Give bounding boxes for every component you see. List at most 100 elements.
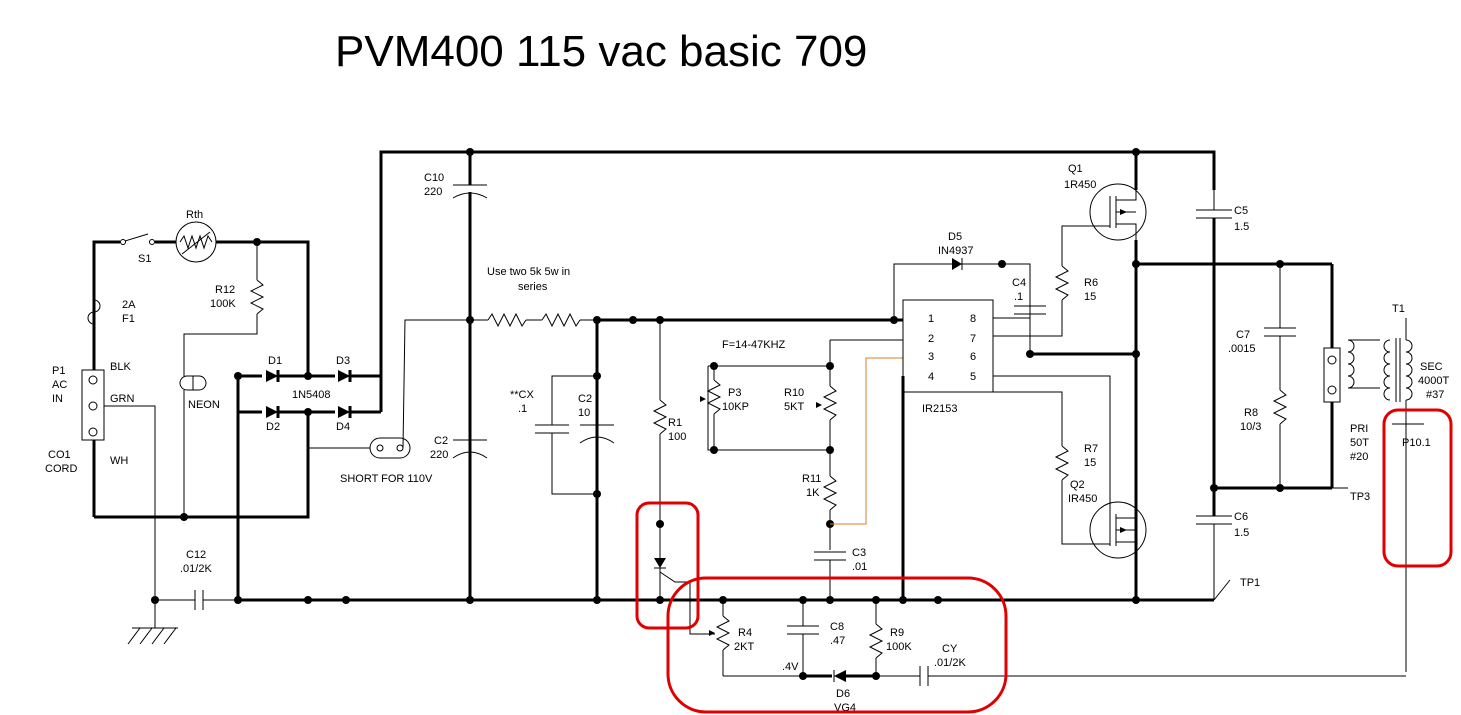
neon-label: NEON (188, 399, 220, 411)
mosfet-q2: R7 15 Q2 IR450 (993, 391, 1147, 559)
r11-value: 1K (806, 487, 820, 499)
p101-label: P10.1 (1402, 437, 1431, 449)
dropper-resistors: Use two 5k 5w in series (470, 266, 903, 328)
c2b-value: 10 (578, 407, 590, 419)
freq-label: F=14-47KHZ (722, 339, 786, 351)
c12-value: .01/2K (180, 563, 212, 575)
cy-value: .01/2K (934, 657, 966, 669)
r9-ref: R9 (890, 627, 904, 639)
cx-value: .1 (518, 403, 527, 415)
filter-capacitors: **CX .1 C2 10 (510, 320, 615, 600)
c5-value: 1.5 (1234, 221, 1249, 233)
ic-pin-6: 6 (970, 351, 976, 363)
q1-value: 1R450 (1064, 179, 1096, 191)
short-110v-label: SHORT FOR 110V (340, 473, 433, 485)
c5-ref: C5 (1234, 205, 1248, 217)
ic-pin-7: 7 (970, 333, 976, 345)
r12-value: 100K (210, 298, 236, 310)
d5-ref: D5 (948, 231, 962, 243)
t1-label: T1 (1392, 303, 1405, 315)
cord-label: CORD (45, 463, 77, 475)
v04-label: .4V (782, 661, 799, 673)
c2-value: 220 (430, 449, 448, 461)
p3-value: 10KP (722, 401, 749, 413)
ground-bus: C12 .01/2K TP1 (127, 549, 1260, 645)
c8-ref: C8 (830, 621, 844, 633)
ic-pin-3: 3 (928, 351, 934, 363)
pri-label-2: 50T (1350, 437, 1369, 449)
c4-ref: C4 (1012, 277, 1026, 289)
r10-value: 5KT (784, 401, 804, 413)
bridge-rectifier: D1 D2 D3 D4 1N5408 SHORT FOR 110V (234, 319, 470, 600)
half-bridge-capacitors: C5 1.5 C6 1.5 (1196, 190, 1249, 600)
ic-pin-8: 8 (970, 313, 976, 325)
wh-label: WH (110, 455, 128, 467)
c3-ref: C3 (852, 547, 866, 559)
q2-value: IR450 (1068, 493, 1097, 505)
r12-ref: R12 (215, 284, 235, 296)
pri-label-1: PRI (1350, 423, 1368, 435)
cy-ref: CY (942, 643, 958, 655)
blk-label: BLK (110, 361, 131, 373)
d4-label: D4 (336, 421, 350, 433)
c7-value: .0015 (1228, 343, 1256, 355)
ic-pin-1: 1 (928, 313, 934, 325)
feedback-network: R4 2KT C8 .47 .4V D6 VG4 R9 100K CY .01/… (709, 600, 1406, 714)
ac-input-section: S1 Rth R12 100K 2A F1 P1 AC IN CO1 CORD … (45, 209, 310, 600)
r6-value: 15 (1084, 291, 1096, 303)
ir2153-ic: 1 2 3 4 8 7 6 5 IR2153 (901, 299, 1111, 600)
c4-value: .1 (1014, 291, 1023, 303)
r1-ref: R1 (668, 417, 682, 429)
r11-ref: R11 (802, 473, 821, 485)
q1-ref: Q1 (1068, 163, 1083, 175)
ic-pin-4: 4 (928, 371, 934, 383)
c2-ref: C2 (434, 435, 448, 447)
c8-value: .47 (830, 635, 845, 647)
r1-branch: R1 100 (652, 320, 715, 635)
c10-ref: C10 (424, 172, 444, 184)
r4-value: 2KT (734, 641, 754, 653)
r8-value: 10/3 (1240, 421, 1261, 433)
c12-ref: C12 (186, 549, 206, 561)
note-line-2: series (518, 281, 548, 293)
c10-value: 220 (424, 186, 442, 198)
co1-label: CO1 (48, 449, 71, 461)
fuse-value: 2A (122, 299, 136, 311)
diode-part-label: 1N5408 (292, 389, 331, 401)
pri-label-3: #20 (1350, 451, 1368, 463)
diagram-title: PVM400 115 vac basic 709 (335, 27, 867, 76)
sec-label-3: #37 (1426, 389, 1444, 401)
tp1-label: TP1 (1240, 577, 1260, 589)
r6-ref: R6 (1084, 277, 1098, 289)
note-line-1: Use two 5k 5w in (487, 266, 570, 278)
d6-ref: D6 (836, 688, 850, 700)
r7-ref: R7 (1084, 443, 1098, 455)
capacitor-c10: C10 220 (424, 152, 488, 600)
d2-label: D2 (266, 421, 280, 433)
mosfet-q1: Q1 1R450 R6 15 (1030, 163, 1147, 600)
r9-value: 100K (886, 641, 912, 653)
ic-pin-2: 2 (928, 333, 934, 345)
d3-label: D3 (336, 355, 350, 367)
r1-value: 100 (668, 431, 686, 443)
p1-label: P1 (52, 365, 65, 377)
rth-label: Rth (186, 209, 203, 221)
r4-ref: R4 (738, 627, 752, 639)
highlight-p101 (1382, 408, 1453, 568)
cx-ref: **CX (510, 389, 535, 401)
fuse-ref: F1 (122, 313, 135, 325)
c6-ref: C6 (1234, 511, 1248, 523)
s1-label: S1 (138, 253, 151, 265)
c6-value: 1.5 (1234, 527, 1249, 539)
c7-ref: C7 (1236, 329, 1250, 341)
capacitor-c2-220: C2 220 (430, 435, 488, 461)
in-label: IN (52, 393, 63, 405)
r7-value: 15 (1084, 457, 1096, 469)
q2-ref: Q2 (1070, 479, 1085, 491)
d1-label: D1 (268, 355, 282, 367)
ac-label: AC (52, 379, 67, 391)
highlight-feedback (666, 576, 1008, 714)
ic-label: IR2153 (922, 403, 957, 415)
c3-value: .01 (852, 561, 867, 573)
